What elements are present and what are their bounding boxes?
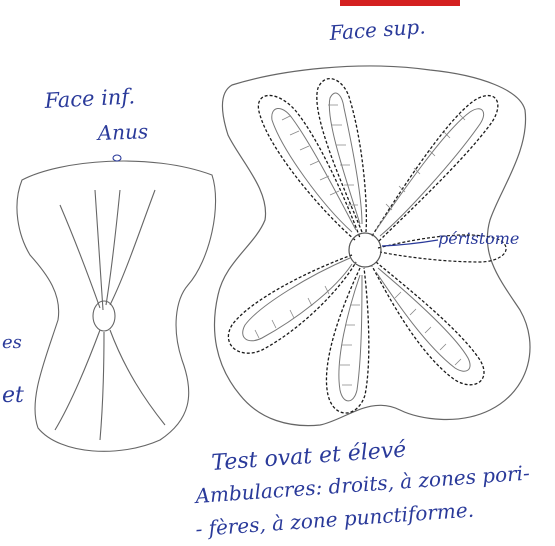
petal-top-center [317, 79, 367, 232]
lower-face-line [95, 190, 103, 310]
lower-face-figure [17, 155, 216, 451]
lower-face-line [100, 332, 104, 440]
lower-face-outline [17, 161, 216, 451]
caption-line-1: Test ovat et élevé [211, 437, 407, 476]
lower-face-line [110, 330, 165, 425]
peristome-circle [349, 233, 381, 267]
petal-bottom-center [326, 268, 368, 413]
lower-face-line [60, 205, 100, 308]
lower-face-peristome [93, 301, 115, 331]
petal-top-left [258, 95, 360, 240]
petal-top-right [372, 96, 498, 242]
label-left-fragment-2: et [2, 383, 24, 408]
anus-mark [113, 155, 121, 161]
label-anus: Anus [95, 119, 148, 145]
labels: Face sup. Face inf. Anus péristome es et… [2, 14, 531, 541]
lower-face-line [55, 330, 100, 430]
label-left-fragment-1: es [2, 332, 22, 353]
label-face-sup: Face sup. [328, 14, 427, 45]
label-face-inf: Face inf. [43, 84, 136, 113]
label-peristome: péristome [438, 229, 519, 248]
petal-bottom-left [228, 255, 356, 353]
petal-bottom-right [372, 262, 484, 385]
lower-face-line [110, 190, 155, 305]
